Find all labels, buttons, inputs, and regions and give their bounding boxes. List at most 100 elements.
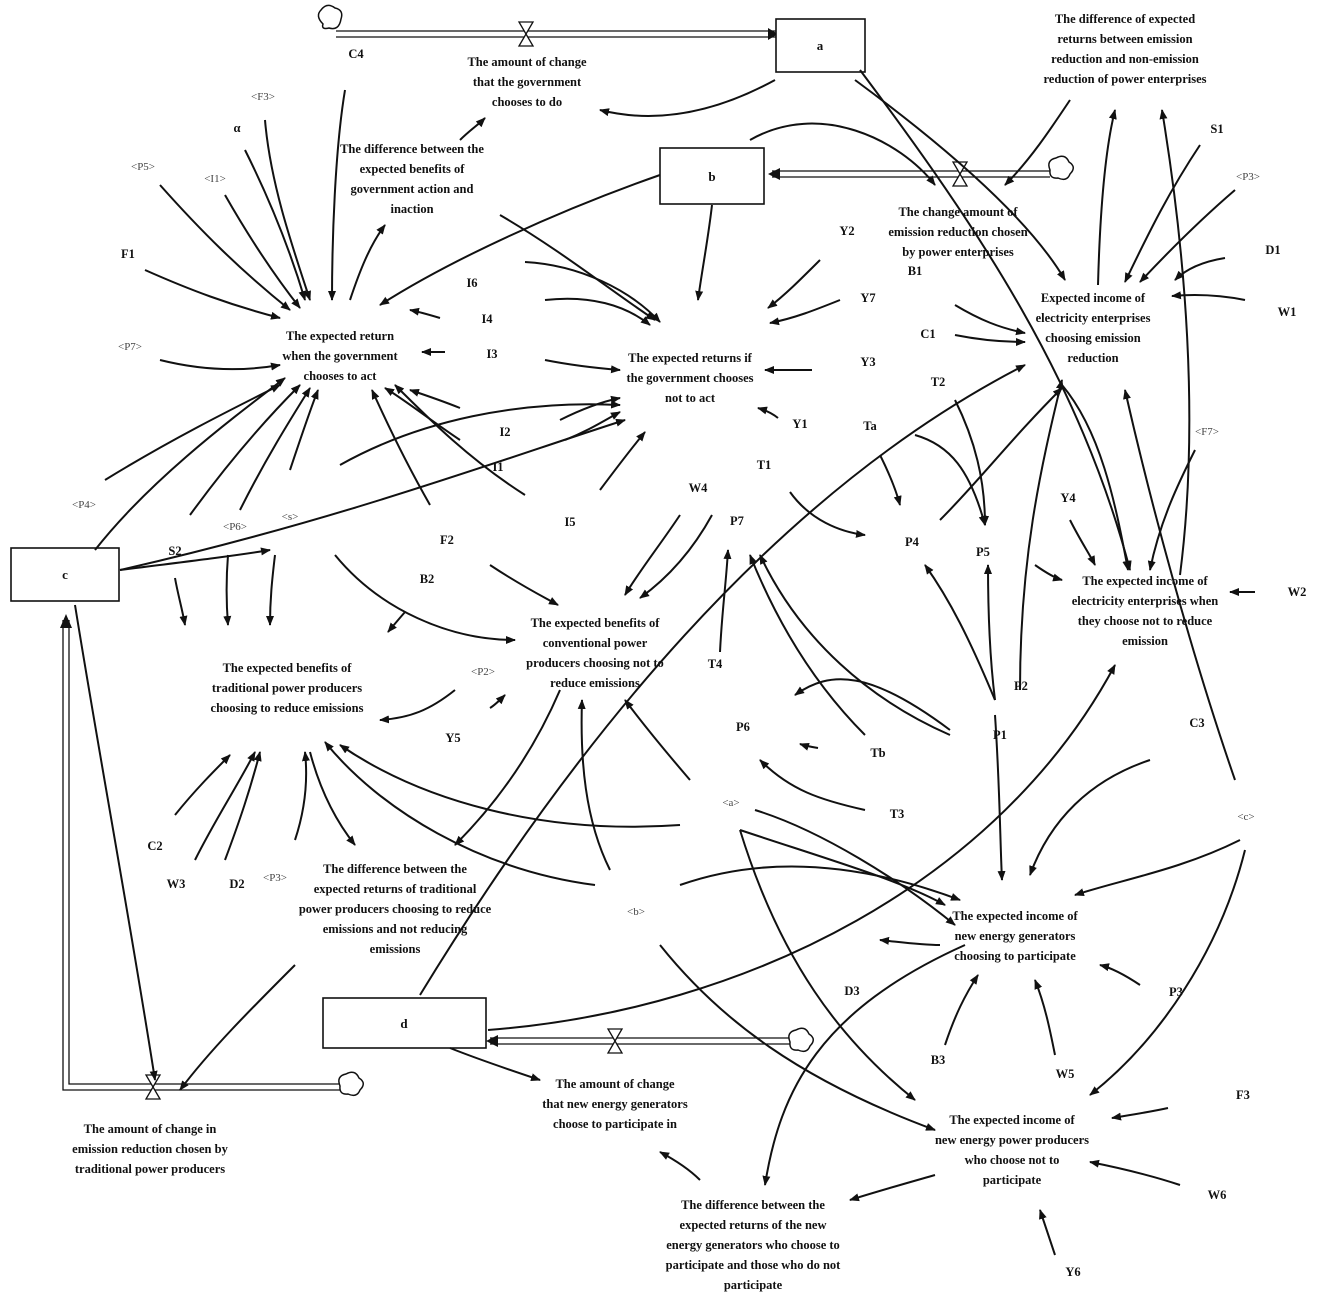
arc-b2-trad — [387, 611, 406, 633]
var-B2: B2 — [420, 572, 435, 586]
aux-elec-reduce-1: Expected income of — [1041, 291, 1146, 305]
arc-p3sh-trad — [294, 751, 310, 841]
aux-gov-act-1: The expected return — [286, 329, 394, 343]
arc-b1 — [954, 304, 1026, 336]
var-P6-shadow: <P6> — [223, 521, 247, 533]
aux-trad-diff-1: The difference between the — [323, 862, 467, 876]
var-a-shadow: <a> — [722, 797, 739, 809]
arc-a-newenot — [739, 829, 916, 1101]
valve-icon — [517, 21, 535, 47]
aux-elec-diff-3: reduction and non-emission — [1051, 52, 1199, 66]
arc-a-elecred — [854, 79, 1066, 281]
arc-p3top — [1139, 189, 1236, 283]
arc-p5 — [159, 184, 291, 311]
arc-p2-conv — [489, 694, 506, 709]
var-Y3: Y3 — [860, 355, 875, 369]
arc-diff-rate — [459, 117, 486, 141]
var-P3: P3 — [1169, 985, 1183, 999]
arc-y4 — [1069, 519, 1096, 566]
stocks: a b c d — [10, 18, 866, 1049]
arc-d1 — [1174, 257, 1226, 281]
arc-ta-p4 — [879, 454, 902, 506]
arc-c-elecred — [1123, 389, 1236, 781]
arc-f2-conv — [489, 564, 559, 606]
var-P4-shadow: <P4> — [72, 499, 96, 511]
aux-newe-diff-4: participate and those who do not — [666, 1258, 842, 1272]
arc-govnot-i4 — [544, 297, 651, 326]
arc-conv-diff — [454, 689, 561, 846]
aux-conv-not-1: The expected benefits of — [531, 616, 661, 630]
var-I6: I6 — [466, 276, 477, 290]
var-C2: C2 — [147, 839, 162, 853]
arc-ssh — [289, 389, 319, 471]
arc-diff-tradrate — [179, 964, 296, 1091]
arc-s2 — [189, 384, 301, 516]
var-B3: B3 — [931, 1053, 946, 1067]
var-S2: S2 — [168, 544, 181, 558]
rate-labels: The amount of change that the government… — [72, 55, 1028, 1176]
aux-newe-not-4: participate — [983, 1173, 1042, 1187]
arc-p5-elecnot — [1034, 564, 1063, 582]
arc-c3-newepart — [1029, 759, 1151, 876]
arc-f3-newenot — [1111, 1107, 1169, 1121]
var-P5: P5 — [976, 545, 990, 559]
aux-elec-not-4: emission — [1122, 634, 1168, 648]
stock-c-label: c — [62, 567, 68, 582]
aux-gov-diff-4: inaction — [390, 202, 433, 216]
cloud-icon — [317, 4, 343, 30]
var-B1: B1 — [908, 264, 923, 278]
aux-gov-not-1: The expected returns if — [628, 351, 753, 365]
arc-b-govnot — [695, 204, 713, 301]
cloud-icon — [788, 1027, 814, 1053]
stock-b-label: b — [708, 169, 715, 184]
arc-diff-power — [1004, 99, 1071, 186]
arc-f3 — [264, 119, 311, 301]
arc-b-govact — [379, 174, 661, 306]
rate-trad-line2: emission reduction chosen by — [72, 1142, 228, 1156]
arc-b-conv — [577, 699, 611, 871]
var-P2-shadow: <P2> — [471, 666, 495, 678]
var-F1: F1 — [121, 247, 135, 261]
aux-elec-reduce-3: choosing emission — [1045, 331, 1141, 345]
arc-p1-p7 — [759, 554, 951, 736]
var-T1: T1 — [757, 458, 772, 472]
var-P5-shadow: <P5> — [131, 161, 155, 173]
arc-c-s — [119, 547, 271, 571]
aux-gov-act-3: chooses to act — [304, 369, 378, 383]
flow-arrowhead-c — [60, 614, 72, 628]
var-Ta: Ta — [863, 419, 877, 433]
var-C1: C1 — [920, 327, 935, 341]
stock-d-box — [322, 997, 487, 1049]
arc-b-trad — [324, 741, 596, 886]
var-T4: T4 — [708, 657, 723, 671]
var-S1: S1 — [1210, 122, 1223, 136]
aux-newe-diff-5: participate — [724, 1278, 783, 1292]
arc-govnot-i3 — [544, 359, 621, 374]
arc-p6sh — [239, 387, 311, 511]
arc-b-newepart — [679, 865, 961, 901]
arc-alpha — [244, 149, 307, 301]
aux-conv-not-4: reduce emissions — [550, 676, 640, 690]
stock-d-label: d — [400, 1016, 408, 1031]
var-s-shadow: <s> — [282, 511, 299, 523]
arc-p1-newepart — [994, 714, 1006, 881]
var-P4: P4 — [905, 535, 920, 549]
arc-b-newenot — [659, 944, 936, 1131]
arc-f2-govact — [371, 389, 431, 506]
arc-d-elecred — [419, 364, 1026, 996]
var-I2: I2 — [499, 425, 510, 439]
arc-c4 — [328, 89, 346, 301]
aux-elec-reduce-2: electricity enterprises — [1036, 311, 1151, 325]
arc-p4sh — [104, 384, 281, 481]
aux-newe-diff-1: The difference between the — [681, 1198, 825, 1212]
aux-elec-diff-4: reduction of power enterprises — [1043, 72, 1206, 86]
cloud-icon — [1048, 155, 1074, 181]
aux-newe-diff-2: expected returns of the new — [680, 1218, 827, 1232]
arc-s1 — [1124, 144, 1201, 283]
arc-c-govact — [94, 377, 286, 551]
aux-elec-not-2: electricity enterprises when — [1072, 594, 1219, 608]
aux-gov-not-2: the government chooses — [626, 371, 753, 385]
arc-a-newepart — [739, 829, 946, 906]
stock-a-label: a — [817, 38, 824, 53]
